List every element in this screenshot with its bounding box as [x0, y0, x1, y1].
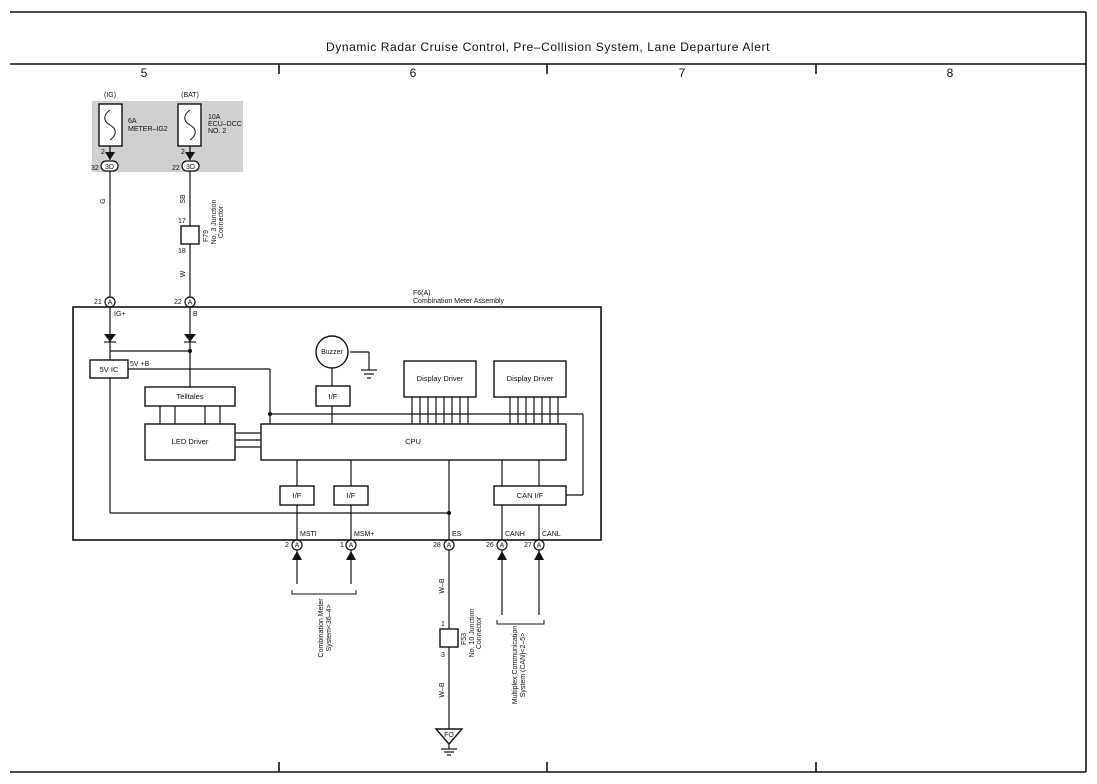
note-combination-meter-ref: System<36–4>: [326, 604, 333, 651]
ground-fo: FO: [434, 728, 464, 756]
junction-code: F79: [203, 230, 210, 242]
pin-number: 22: [174, 299, 182, 306]
ic-note: 5V +B: [130, 361, 150, 368]
cpu-label: CPU: [405, 437, 421, 446]
display-driver-block-2: Display Driver: [493, 360, 567, 398]
pin-label: MSTI: [300, 531, 317, 538]
fuse-source-label: (BAT): [181, 92, 199, 99]
pin-number: 28: [433, 542, 441, 549]
junction-connector-icon: [439, 628, 459, 648]
pin-number: 27: [524, 542, 532, 549]
pin-connector: A: [500, 543, 505, 550]
diagram-title: Dynamic Radar Cruise Control, Pre–Collis…: [326, 40, 770, 54]
junction-pin-top: 1: [441, 621, 445, 628]
if-label: I/F: [293, 491, 302, 500]
wire-color-wb-bottom: W–B: [439, 682, 446, 698]
can-if-label: CAN I/F: [517, 491, 544, 500]
combination-meter-outline: [72, 306, 602, 541]
fuse-name: ECU–DCC: [208, 121, 242, 128]
wire-color-wb-top: W–B: [439, 578, 446, 594]
fuse-ecu-dcc-no2: (BAT) 10A ECU–DCC NO. 2 2 22 3D: [172, 92, 242, 172]
junction-f53: 1 3 F53 No. 10 Junction Connector: [439, 609, 483, 659]
if-label: I/F: [347, 491, 356, 500]
ground-code: FO: [444, 732, 454, 739]
junction-name: No. 10 Junction: [469, 609, 476, 658]
pin-number: 2: [285, 542, 289, 549]
input-pin-ig-plus: 21 A IG+: [94, 296, 125, 318]
junction-connector-icon: [180, 225, 200, 245]
junction-name-line2: Connector: [476, 616, 483, 649]
meter-code: F6(A): [413, 290, 431, 297]
fuse-rating: 10A: [208, 114, 221, 121]
buzzer: Buzzer: [315, 335, 349, 369]
if-buzzer-block: I/F: [315, 385, 351, 407]
pin-connector: A: [537, 543, 542, 550]
pin-number: 21: [94, 299, 102, 306]
if-msm-block: I/F: [333, 485, 369, 506]
pin-label: MSM+: [354, 531, 374, 538]
fuse-source-label: (IG): [104, 92, 116, 99]
wire-color-sb: SB: [180, 194, 187, 204]
pin-connector: A: [295, 543, 300, 550]
junction-name-line2: Connector: [218, 205, 225, 238]
output-pin-msm-plus: MSM+ 1 A: [340, 531, 374, 551]
cpu-block: CPU: [260, 423, 567, 461]
telltales-label: Telltales: [176, 392, 203, 401]
can-if-block: CAN I/F: [493, 485, 567, 506]
meter-name: Combination Meter Assembly: [413, 298, 505, 305]
column-number-8: 8: [947, 66, 954, 80]
junction-pin-bottom: 3: [441, 652, 445, 659]
pin-label: CANL: [542, 531, 561, 538]
output-pin-es: ES 28 A: [433, 531, 462, 551]
fuse-pin-top: 2: [181, 149, 185, 156]
connector-code: 3D: [105, 164, 114, 171]
ic-5v-block: 5V IC 5V +B: [89, 359, 150, 379]
column-number-7: 7: [679, 66, 686, 80]
wire-color-w: W: [180, 270, 187, 277]
ic-label: 5V IC: [100, 365, 119, 374]
page-frame: [10, 11, 1087, 773]
connector-code: 3D: [186, 164, 195, 171]
pin-label: ES: [452, 531, 462, 538]
column-number-5: 5: [141, 66, 148, 80]
pin-label: IG+: [114, 311, 125, 318]
pin-number: 26: [486, 542, 494, 549]
buzzer-label: Buzzer: [321, 349, 343, 356]
junction-code: F53: [461, 633, 468, 645]
column-number-6: 6: [410, 66, 417, 80]
fuse-name: METER–IG2: [128, 126, 168, 133]
fuse-pin-top: 2: [101, 149, 105, 156]
pin-number: 1: [340, 542, 344, 549]
pin-connector: A: [349, 543, 354, 550]
display-driver-block-1: Display Driver: [403, 360, 477, 398]
display-driver-label: Display Driver: [417, 374, 464, 383]
if-label: I/F: [329, 392, 338, 401]
pin-label: CANH: [505, 531, 525, 538]
fuse-rating: 6A: [128, 118, 137, 125]
note-multiplex-communication-ref: System (CAN)<2–5>: [520, 633, 527, 698]
pin-label: B: [193, 311, 198, 318]
fuse-pin-number: 32: [91, 165, 99, 172]
note-multiplex-communication: Multiplex Communication: [512, 626, 519, 704]
fuse-pin-number: 22: [172, 165, 180, 172]
junction-pin-bottom: 18: [178, 248, 186, 255]
junction-f79: 17 18 F79 No. 3 Junction Connector: [178, 200, 225, 255]
pin-connector: A: [188, 300, 193, 307]
junction-pin-top: 17: [178, 218, 186, 225]
internal-wiring: [104, 307, 584, 540]
fuse-meter-ig2: (IG) 6A METER–IG2 2 32 3D: [91, 92, 168, 172]
junction-name: No. 3 Junction: [211, 200, 218, 245]
led-driver-block: LED Driver: [144, 423, 236, 461]
led-driver-label: LED Driver: [172, 437, 209, 446]
telltales-block: Telltales: [144, 386, 236, 407]
pin-connector: A: [447, 543, 452, 550]
pin-connector: A: [108, 300, 113, 307]
wire-color-g: G: [100, 198, 107, 203]
note-combination-meter: Combination Meter: [318, 598, 325, 658]
display-driver-label: Display Driver: [507, 374, 554, 383]
if-msti-block: I/F: [279, 485, 315, 506]
fuse-name-line2: NO. 2: [208, 128, 226, 135]
